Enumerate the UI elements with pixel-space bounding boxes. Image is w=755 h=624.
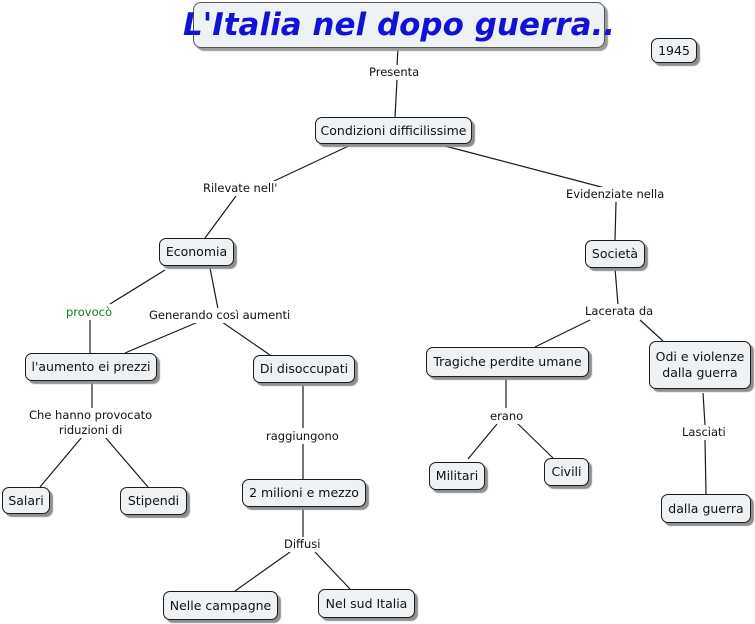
line-erano-militari [467,423,498,460]
map-title[interactable]: L'Italia nel dopo guerra.. [183,2,615,48]
line-lacerata-odi [639,319,664,342]
line-diffusi-campagne [234,551,291,592]
link-label-rilevate: Rilevate nell' [202,181,279,196]
node-dalla-guerra[interactable]: dalla guerra [661,494,751,523]
node-disoccupati[interactable]: Di disoccupati [253,355,355,383]
odi-line-2: dalla guerra [662,365,738,380]
line-lasciati-dallaguerra [704,439,707,495]
line-odi-lasciati [702,392,706,426]
line-generando-disoccupati [221,321,271,356]
node-nelle-campagne[interactable]: Nelle campagne [163,591,278,620]
line-condizioni-evidenziate [444,145,606,189]
line-societa-lacerata [614,267,619,306]
che-line-1: Che hanno provocato [29,408,153,422]
link-label-provoco: provocò [65,305,114,320]
link-label-erano: erano [489,409,525,424]
node-societa[interactable]: Società [585,240,645,268]
node-nel-sud-italia[interactable]: Nel sud Italia [318,589,415,618]
line-evidenziate-societa [614,201,617,241]
line-title-presenta [396,47,399,67]
line-generando-aumento [124,321,199,354]
link-label-che-hanno: Che hanno provocato riduzioni di [28,408,154,438]
link-label-diffusi: Diffusi [283,537,322,552]
line-economia-provoco [109,269,166,305]
link-label-lacerata: Lacerata da [584,304,655,319]
node-aumento-prezzi[interactable]: l'aumento ei prezzi [25,353,157,381]
odi-line-1: Odi e violenze [655,349,745,364]
link-label-presenta: Presenta [368,65,421,80]
link-label-evidenziate: Evidenziate nella [565,187,666,202]
node-civili[interactable]: Civili [544,458,589,486]
node-salari[interactable]: Salari [2,487,50,514]
line-che-salari [39,436,83,488]
line-presenta-condizioni [394,79,398,118]
node-1945[interactable]: 1945 [651,38,697,63]
node-stipendi[interactable]: Stipendi [120,487,187,515]
line-condizioni-rilevate [271,142,356,183]
link-label-raggiungono: raggiungono [265,429,340,444]
line-lacerata-tragiche [534,319,591,348]
che-line-2: riduzioni di [58,423,123,437]
node-2-milioni[interactable]: 2 milioni e mezzo [242,479,366,507]
link-label-generando: Generando così aumenti [148,308,292,323]
link-label-lasciati: Lasciati [681,425,727,440]
line-che-stipendi [104,436,149,488]
node-economia[interactable]: Economia [159,238,234,266]
line-economia-generando [209,267,219,310]
line-diffusi-sud [314,551,351,590]
line-rilevate-economia [204,195,237,239]
node-condizioni-difficilissime[interactable]: Condizioni difficilissime [315,117,472,144]
node-odi-violenze[interactable]: Odi e violenze dalla guerra [649,341,751,389]
node-tragiche-perdite[interactable]: Tragiche perdite umane [426,347,589,377]
line-erano-civili [517,423,554,459]
node-militari[interactable]: Militari [429,462,485,490]
